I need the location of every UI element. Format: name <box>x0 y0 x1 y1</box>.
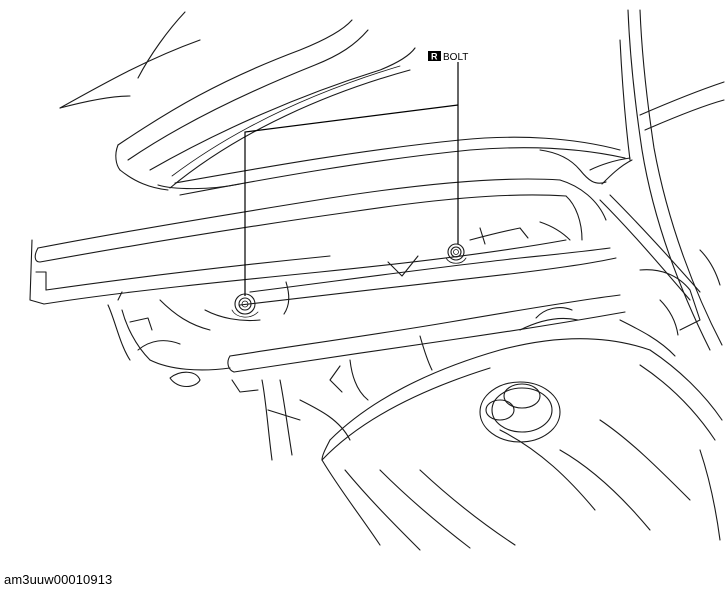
engine-bay-illustration: R BOLT <box>29 9 725 551</box>
replace-badge <box>428 51 441 61</box>
cross-member <box>227 294 626 461</box>
callout-label: BOLT <box>443 52 468 63</box>
engine-cover <box>321 307 723 551</box>
cowl-panel <box>29 178 617 315</box>
windshield-edge <box>619 9 725 351</box>
right-components <box>599 194 721 357</box>
cowl-seam <box>174 136 633 196</box>
bolt-right <box>445 243 467 264</box>
strut-area <box>107 291 261 388</box>
hood-outline <box>59 11 416 191</box>
callout-bolt: R BOLT <box>428 51 468 63</box>
replace-badge-letter: R <box>431 52 438 62</box>
callout-leader-lines <box>244 62 459 296</box>
figure-id: am3uuw00010913 <box>4 572 113 587</box>
bolt-left <box>231 293 259 318</box>
